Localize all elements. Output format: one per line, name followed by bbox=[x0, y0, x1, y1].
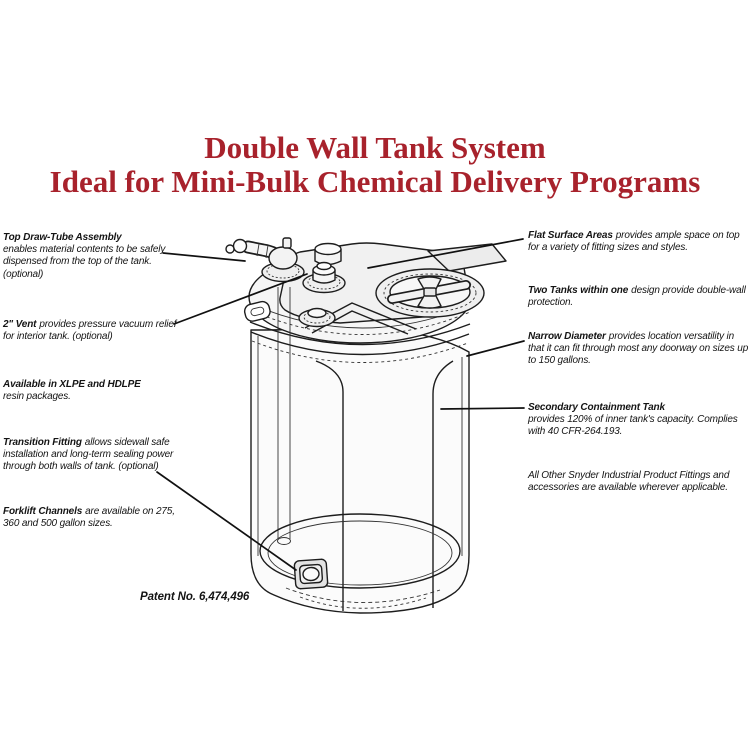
callout-lead: Two Tanks within one bbox=[528, 285, 629, 296]
callout-lead: Flat Surface Areas bbox=[528, 230, 613, 241]
callout-lead: Top Draw-Tube Assembly bbox=[3, 232, 122, 243]
leader-top-draw-tube bbox=[162, 252, 246, 262]
callout-body: enables material contents to be safely d… bbox=[3, 244, 166, 280]
patent-number: Patent No. 6,474,496 bbox=[140, 591, 250, 603]
containment-basin-bottom bbox=[259, 513, 461, 609]
leader-narrow-diameter bbox=[466, 340, 525, 357]
leader-secondary-containment bbox=[440, 407, 525, 410]
callout-lead: 2" Vent bbox=[3, 319, 37, 330]
callout-body: provides location versatility in that it… bbox=[528, 331, 749, 367]
vent-stub-fitting bbox=[314, 242, 342, 266]
bolt-fitting-b bbox=[302, 261, 346, 294]
draw-tube-assembly bbox=[225, 237, 298, 545]
manway-lid bbox=[375, 268, 485, 318]
callout-lead: Secondary Containment Tank bbox=[528, 402, 665, 413]
bolt-fitting-c bbox=[298, 307, 336, 328]
callout-body: provides ample space on top for a variet… bbox=[528, 230, 740, 254]
leader-vent bbox=[173, 273, 308, 325]
callout-body: All Other Snyder Industrial Product Fitt… bbox=[528, 470, 730, 494]
callout-lead: Transition Fitting bbox=[3, 437, 82, 448]
leader-flat-surface bbox=[367, 238, 524, 269]
title-line-1: Double Wall Tank System bbox=[204, 130, 546, 165]
callout-lead: Available in XLPE and HDLPE bbox=[3, 379, 141, 390]
transition-fitting-square bbox=[293, 558, 329, 590]
callout-body: design provide double-wall protection. bbox=[528, 285, 746, 309]
callout-lead: Narrow Diameter bbox=[528, 331, 606, 342]
callout-body: provides 120% of inner tank's capacity. … bbox=[528, 414, 738, 438]
callout-body: provides pressure vacuum relief for inte… bbox=[3, 319, 177, 343]
callout-body: allows sidewall safe installation and lo… bbox=[3, 437, 174, 473]
page-title: Double Wall Tank System Ideal for Mini-B… bbox=[0, 131, 750, 199]
title-line-2: Ideal for Mini-Bulk Chemical Delivery Pr… bbox=[49, 164, 701, 199]
leader-lines bbox=[156, 238, 525, 571]
callout-body: resin packages. bbox=[3, 391, 71, 403]
tank-body bbox=[250, 327, 470, 614]
callout-body: are available on 275, 360 and 500 gallon… bbox=[3, 506, 175, 530]
callout-other-fittings: All Other Snyder Industrial Product Fitt… bbox=[528, 470, 748, 494]
leader-transition-fitting bbox=[156, 471, 297, 571]
callout-lead: Forklift Channels bbox=[3, 506, 83, 517]
